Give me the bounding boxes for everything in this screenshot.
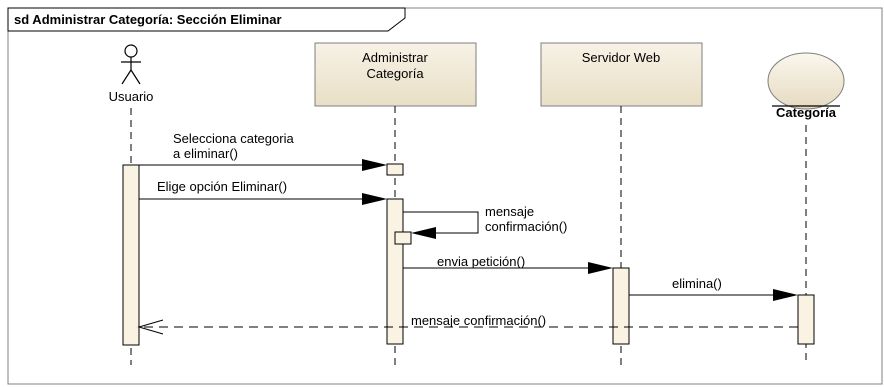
actor-head-icon: [124, 44, 138, 58]
entity-icon: [767, 52, 845, 110]
frame-border: [7, 7, 883, 385]
message-5-arrowhead: [773, 289, 798, 301]
frame-title: sd Administrar Categoría: Sección Elimin…: [14, 12, 282, 27]
activation-admin-self: [394, 231, 412, 245]
actor-label: Usuario: [109, 89, 154, 104]
message-3-arrowhead: [411, 227, 436, 239]
activation-usuario: [122, 164, 140, 346]
message-3-line: [403, 211, 479, 234]
activation-entity: [797, 294, 815, 345]
frame-title-tab: [7, 7, 406, 32]
entity-label: Categoría: [776, 105, 837, 120]
activation-admin-small: [386, 163, 404, 176]
activation-admin-main: [386, 198, 404, 345]
message-5-label: elimina(): [672, 276, 722, 291]
entity-categoria: [767, 52, 845, 110]
message-1-label-2: a eliminar(): [173, 146, 238, 161]
message-2-arrowhead: [362, 193, 387, 205]
actor-usuario: [121, 44, 141, 85]
message-3-label-1: mensaje: [485, 204, 534, 219]
lifeline-box-server: [540, 42, 703, 107]
message-1-label-1: Selecciona categoria: [173, 131, 294, 146]
message-2-label: Elige opción Eliminar(): [157, 179, 287, 194]
lifeline-label-server: Servidor Web: [582, 50, 661, 65]
message-4-label: envia petición(): [437, 254, 525, 269]
message-6-arrowhead: [137, 319, 164, 335]
lifeline-label-admin-1: Administrar: [362, 50, 428, 65]
message-6-label: mensaje confirmación(): [411, 313, 546, 328]
activation-server: [612, 267, 630, 345]
lifeline-label-admin-2: Categoría: [366, 66, 424, 81]
message-4-arrowhead: [588, 262, 613, 274]
message-3-label-2: confirmación(): [485, 219, 567, 234]
message-1-arrowhead: [362, 159, 387, 171]
